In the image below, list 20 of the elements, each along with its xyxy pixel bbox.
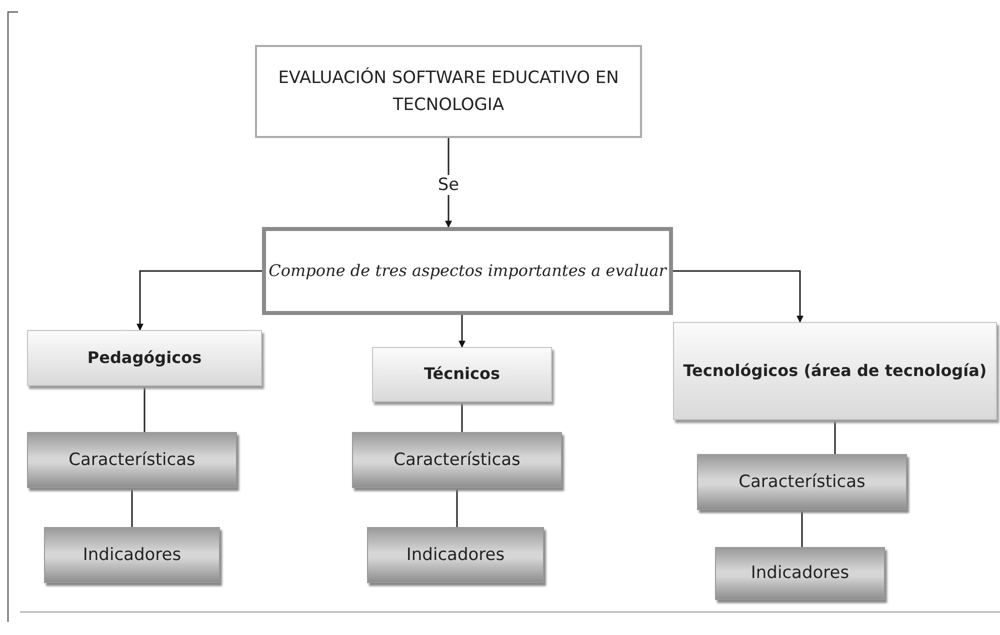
title-box: EVALUACIÓN SOFTWARE EDUCATIVO EN TECNOLOGIA <box>255 45 642 138</box>
connector-line <box>456 488 458 527</box>
item-box: Indicadores <box>367 527 544 583</box>
item-box: Características <box>697 454 907 510</box>
arrow <box>673 270 804 323</box>
item-box: Características <box>27 432 237 488</box>
item-box: Indicadores <box>44 527 220 583</box>
category-box: Pedagógicos <box>27 330 262 386</box>
arrow <box>458 315 466 348</box>
item-box: Indicadores <box>715 547 885 600</box>
process-box: Compone de tres aspectos importantes a evaluar <box>262 227 673 315</box>
item-box: Características <box>352 432 562 488</box>
connector-line <box>144 386 146 432</box>
category-box: Técnicos <box>372 347 552 402</box>
connector-line <box>461 402 463 432</box>
connector-line <box>801 510 803 547</box>
arrow <box>136 270 262 331</box>
connector-line <box>834 420 836 454</box>
category-box: Tecnológicos (área de tecnología) <box>673 322 997 420</box>
connector-line <box>131 488 133 527</box>
